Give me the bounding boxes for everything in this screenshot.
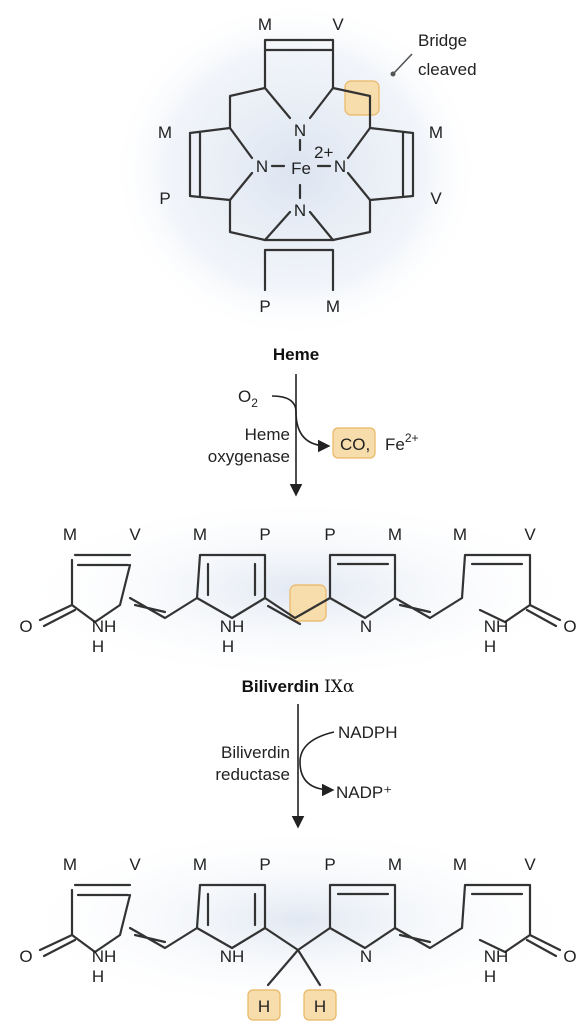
heme-n-left: N — [256, 157, 268, 176]
heme-n-right: N — [334, 157, 346, 176]
heme-title: Heme — [273, 345, 319, 364]
heme-glow — [111, 0, 481, 340]
step2-nadph: NADPH — [338, 723, 398, 742]
biliverdin-bridge-highlight — [289, 584, 327, 622]
heme-label-left-top: M — [158, 123, 172, 142]
biliverdin-nh-1: NH — [92, 617, 117, 636]
co-highlight — [332, 427, 376, 459]
heme-label-right-top: M — [429, 123, 443, 142]
bilirubin-label-5: P — [324, 855, 335, 874]
bilirubin-o-right: O — [563, 947, 576, 966]
bilirubin-nh-2: NH — [220, 947, 245, 966]
biliverdin-label-7: M — [453, 525, 467, 544]
heme-iron-charge: 2+ — [314, 143, 333, 162]
biliverdin-o-left: O — [19, 617, 32, 636]
step1-o2: O2 — [238, 387, 258, 410]
step1-fe: Fe2+ — [385, 431, 419, 454]
heme-n-bottom: N — [294, 201, 306, 220]
bilirubin-h-highlight-2 — [303, 989, 337, 1021]
bilirubin-nh-1: NH — [92, 947, 117, 966]
biliverdin-label-1: M — [63, 525, 77, 544]
biliverdin-label-6: M — [388, 525, 402, 544]
biliverdin-h-4: H — [484, 637, 496, 656]
bilirubin-label-8: V — [524, 855, 536, 874]
heme-structure — [188, 38, 415, 292]
biliverdin-label-3: M — [193, 525, 207, 544]
heme-labels: M V M P M V P M N N N N Fe 2+ Bridge cle… — [158, 15, 477, 364]
bilirubin-label-2: V — [129, 855, 141, 874]
bridge-annotation-line1: Bridge — [418, 31, 467, 50]
biliverdin-label-2: V — [129, 525, 141, 544]
step1-reaction: O2 Heme oxygenase CO, Fe2+ — [208, 374, 419, 497]
biliverdin-n-3: N — [360, 617, 372, 636]
step2-reaction: NADPH NADP⁺ Biliverdin reductase — [215, 704, 398, 829]
step1-enzyme-line2: oxygenase — [208, 447, 290, 466]
bilirubin-h-1: H — [92, 967, 104, 986]
bridge-annotation-leader — [393, 53, 413, 74]
bilirubin-labels: M V M P P M M V O O NH H NH N NH H H H — [19, 855, 576, 1016]
step1-enzyme-line1: Heme — [245, 425, 290, 444]
biliverdin-label-8: V — [524, 525, 536, 544]
bilirubin-label-7: M — [453, 855, 467, 874]
bilirubin-glow — [10, 825, 582, 1015]
bilirubin-structure — [38, 883, 562, 1021]
biliverdin-o-right: O — [563, 617, 576, 636]
bilirubin-o-left: O — [19, 947, 32, 966]
heme-label-right-bottom: V — [430, 189, 442, 208]
biliverdin-structure — [38, 553, 562, 628]
biliverdin-labels: M V M P P M M V O O NH H NH H N NH H Bil… — [19, 525, 576, 697]
biliverdin-nh-4: NH — [484, 617, 509, 636]
biliverdin-label-4: P — [259, 525, 270, 544]
heme-n-top: N — [294, 121, 306, 140]
bilirubin-bridge-h-1: H — [258, 997, 270, 1016]
bilirubin-h-4: H — [484, 967, 496, 986]
bilirubin-label-3: M — [193, 855, 207, 874]
biliverdin-label-5: P — [324, 525, 335, 544]
heme-label-top-left: M — [258, 15, 272, 34]
bilirubin-nh-4: NH — [484, 947, 509, 966]
heme-label-top-right: V — [332, 15, 344, 34]
bilirubin-n-3: N — [360, 947, 372, 966]
step2-enzyme-line1: Biliverdin — [221, 743, 290, 762]
cleaved-bridge-highlight — [344, 80, 380, 116]
biliverdin-nh-2: NH — [220, 617, 245, 636]
step2-nadp: NADP⁺ — [336, 783, 392, 802]
step2-side-arrow — [299, 731, 335, 797]
bridge-annotation-line2: cleaved — [418, 60, 477, 79]
bilirubin-bridge-h-2: H — [314, 997, 326, 1016]
bilirubin-h-highlight-1 — [247, 989, 281, 1021]
heme-label-bottom-right: M — [326, 297, 340, 316]
step1-side-arrow — [271, 395, 331, 453]
bilirubin-label-4: P — [259, 855, 270, 874]
step2-enzyme-line2: reductase — [215, 765, 290, 784]
heme-label-bottom-left: P — [259, 297, 270, 316]
bilirubin-label-1: M — [63, 855, 77, 874]
biliverdin-h-2: H — [222, 637, 234, 656]
bilirubin-label-6: M — [388, 855, 402, 874]
biliverdin-h-1: H — [92, 637, 104, 656]
step1-co: CO, — [340, 435, 370, 454]
heme-label-left-bottom: P — [159, 189, 170, 208]
heme-iron: Fe — [291, 159, 311, 178]
